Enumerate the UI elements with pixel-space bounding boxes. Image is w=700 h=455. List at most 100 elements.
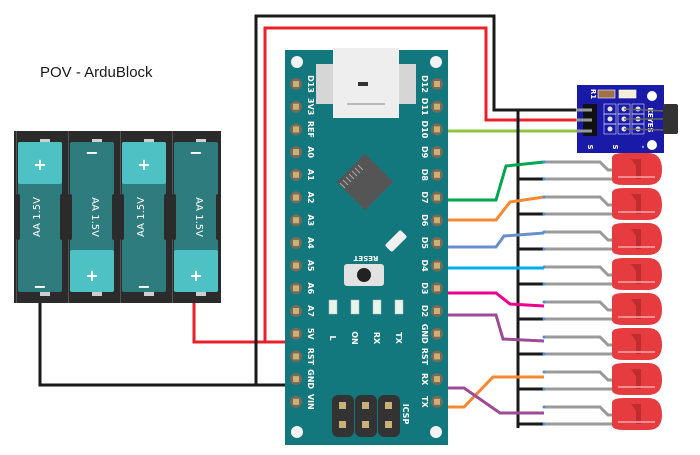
sensor-pin-label: S xyxy=(586,144,594,149)
pin-pad xyxy=(293,149,299,156)
pin-label: A1 xyxy=(306,169,315,181)
pin-pad xyxy=(434,285,440,292)
crystal xyxy=(385,230,407,252)
led-lead-dot xyxy=(542,300,546,304)
pin-label: D10 xyxy=(420,121,429,139)
mount-hole xyxy=(647,91,657,101)
cell-label: AA 1.5V xyxy=(193,197,204,237)
pin-label: D11 xyxy=(420,98,429,116)
pin-pad xyxy=(434,171,440,178)
sensor-pin xyxy=(576,118,592,122)
pin-pad xyxy=(293,126,299,133)
icsp-header xyxy=(378,395,400,437)
cell-cap xyxy=(122,142,166,184)
mcu-pin xyxy=(351,170,358,177)
status-led xyxy=(394,299,404,315)
pin-label: D8 xyxy=(420,169,429,182)
cell-notch xyxy=(120,194,124,240)
minus-sign-icon: − xyxy=(85,143,98,162)
led-die xyxy=(631,194,641,214)
mcu-pin xyxy=(354,167,361,174)
led-5 xyxy=(542,293,662,325)
pin-label: TX xyxy=(420,396,429,408)
icsp-pin xyxy=(385,402,392,409)
resistor-label: R1 xyxy=(589,89,597,99)
cell-terminal xyxy=(92,139,102,143)
pin-label: D2 xyxy=(420,305,429,317)
cell-cap xyxy=(174,250,218,292)
pin-label: A0 xyxy=(306,146,315,158)
led-die xyxy=(631,404,641,424)
sensor-pad xyxy=(607,116,613,122)
led-anode-lead xyxy=(544,300,620,312)
cell-label: AA 1.5V xyxy=(32,197,43,237)
capacitor xyxy=(618,89,637,99)
led-lead-dot xyxy=(542,282,546,286)
pin-pad xyxy=(293,285,299,292)
led-array xyxy=(542,153,662,430)
pin-pad xyxy=(293,194,299,201)
led-7 xyxy=(542,363,662,395)
status-led xyxy=(350,299,360,315)
mount-hole xyxy=(291,426,303,438)
mcu-pin xyxy=(345,176,352,183)
plus-sign-icon: + xyxy=(33,155,46,174)
cell-notch xyxy=(60,194,64,240)
pin-pad xyxy=(434,194,440,201)
led-anode-lead xyxy=(544,370,620,382)
minus-sign-icon: − xyxy=(33,277,46,296)
led-lead-dot xyxy=(542,352,546,356)
status-led xyxy=(372,299,382,315)
icsp-header xyxy=(332,395,354,437)
cell-terminal xyxy=(144,292,154,296)
led-lead-dot xyxy=(542,160,546,164)
battery-cell: +−AA 1.5V xyxy=(120,131,168,303)
diagram-title: POV - ArduBlock xyxy=(40,64,153,81)
pin-label: 3V3 xyxy=(306,98,315,115)
pin-label: A4 xyxy=(306,237,315,249)
led-lead-dot xyxy=(542,370,546,374)
minus-sign-icon: − xyxy=(137,277,150,296)
pin-pad xyxy=(434,376,440,383)
pin-label: GND xyxy=(306,369,315,389)
led-lead-dot xyxy=(542,265,546,269)
led-8 xyxy=(542,398,662,430)
pin-label: A6 xyxy=(306,282,315,294)
pin-pad xyxy=(434,308,440,314)
pin-pad xyxy=(293,376,299,383)
pin-pad xyxy=(434,398,440,405)
led-lead-dot xyxy=(542,230,546,234)
icsp-pin xyxy=(362,402,369,409)
led-anode-lead xyxy=(544,265,620,277)
mount-hole xyxy=(430,426,442,438)
sensor-pin xyxy=(576,129,592,133)
battery-cell: + − AA 1.5V xyxy=(16,131,64,303)
led-lead-dot xyxy=(542,422,546,426)
pin-label: D7 xyxy=(420,191,429,203)
wire-battery-power xyxy=(192,303,296,344)
pin-pad xyxy=(293,81,299,87)
sensor-pad-frame xyxy=(603,123,617,135)
pin-label: D5 xyxy=(420,237,429,250)
wire-led-signal-d2 xyxy=(437,313,545,343)
pin-label: D13 xyxy=(306,75,315,93)
led-lead-dot xyxy=(542,405,546,409)
cell-notch xyxy=(68,194,72,240)
mcu-pin xyxy=(339,182,346,189)
usb-line xyxy=(347,103,385,105)
pin-pad xyxy=(293,239,299,246)
sensor-pin xyxy=(576,108,592,112)
pin-pad xyxy=(293,217,299,224)
pin-label: 5V xyxy=(306,328,315,341)
led-anode-lead xyxy=(544,160,620,172)
cell-notch xyxy=(164,194,168,240)
led-3 xyxy=(542,223,662,255)
reset-label: RESET xyxy=(353,254,378,262)
led-anode-lead xyxy=(544,335,620,347)
led-die xyxy=(631,369,641,389)
mcu-pin xyxy=(342,179,349,186)
cell-label: AA 1.5V xyxy=(89,197,100,237)
pin-label: RST xyxy=(306,348,315,366)
